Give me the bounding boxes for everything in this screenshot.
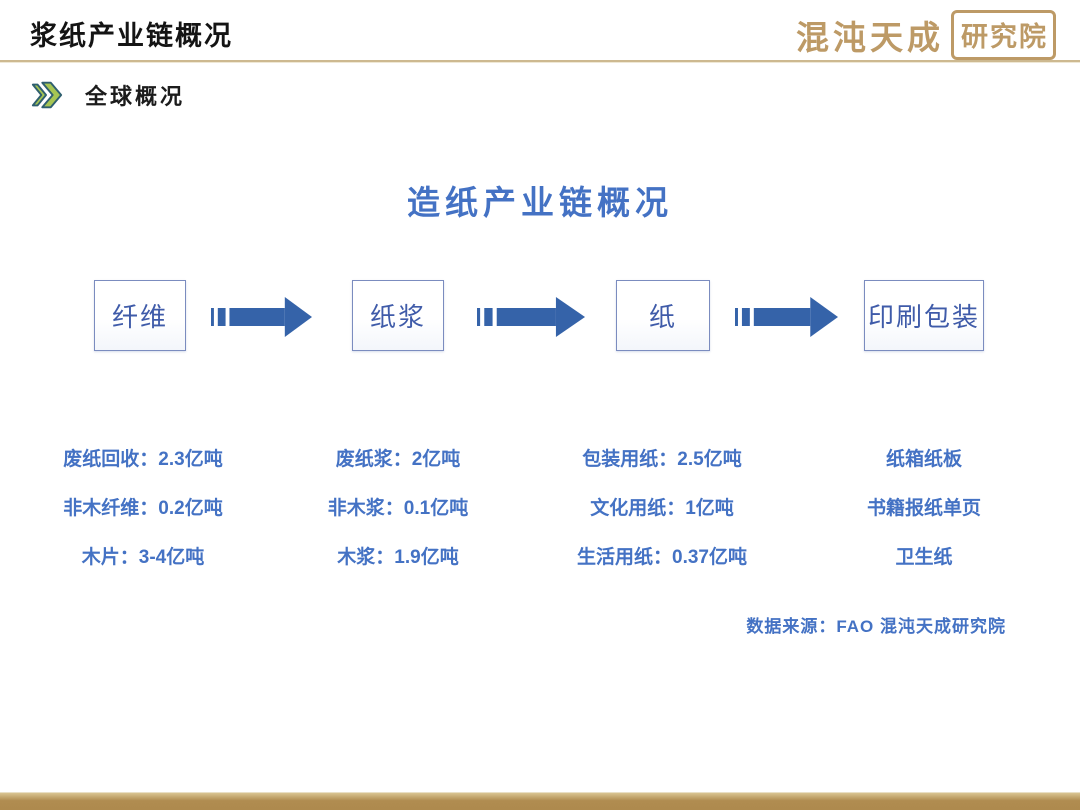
logo-brand-text: 混沌天成 bbox=[796, 21, 944, 57]
diagram-title: 造纸产业链概况 bbox=[407, 184, 673, 221]
stats-column-paper: 包装用纸：2.5亿吨 文化用纸：1亿吨 生活用纸：0.37亿吨 bbox=[537, 449, 787, 596]
data-source: 数据来源：FAO 混沌天成研究院 bbox=[746, 617, 1006, 636]
header-divider bbox=[0, 60, 1080, 63]
stat-item: 非木浆：0.1亿吨 bbox=[327, 498, 469, 519]
striped-arrow-icon bbox=[211, 297, 312, 337]
stat-item: 文化用纸：1亿吨 bbox=[590, 498, 734, 519]
stat-item: 非木纤维：0.2亿吨 bbox=[63, 498, 223, 519]
bottom-gold-bar bbox=[0, 792, 1080, 810]
stat-item: 木片：3-4亿吨 bbox=[81, 547, 205, 568]
stat-item: 废纸回收：2.3亿吨 bbox=[63, 449, 223, 470]
stats-column-pulp: 废纸浆：2亿吨 非木浆：0.1亿吨 木浆：1.9亿吨 bbox=[273, 449, 523, 596]
stage-box-paper: 纸 bbox=[616, 280, 710, 351]
stats-column-fiber: 废纸回收：2.3亿吨 非木纤维：0.2亿吨 木片：3-4亿吨 bbox=[18, 449, 268, 596]
section-heading: 全球概况 bbox=[30, 79, 185, 111]
logo: 混沌天成 研究院 bbox=[796, 10, 1056, 60]
chevron-bullet-icon bbox=[31, 81, 63, 109]
logo-suffix-box: 研究院 bbox=[951, 10, 1056, 60]
stats-column-printing-packaging: 纸箱纸板 书籍报纸单页 卫生纸 bbox=[799, 449, 1049, 596]
stat-item: 纸箱纸板 bbox=[885, 449, 962, 470]
stage-box-printing-packaging: 印刷包装 bbox=[864, 280, 984, 351]
stat-item: 包装用纸：2.5亿吨 bbox=[582, 449, 742, 470]
striped-arrow-icon bbox=[477, 297, 585, 337]
stat-item: 废纸浆：2亿吨 bbox=[335, 449, 461, 470]
stat-item: 卫生纸 bbox=[895, 547, 953, 568]
striped-arrow-icon bbox=[735, 297, 838, 337]
stage-box-fiber: 纤维 bbox=[94, 280, 186, 351]
stat-item: 生活用纸：0.37亿吨 bbox=[577, 547, 747, 568]
stat-item: 木浆：1.9亿吨 bbox=[337, 547, 459, 568]
stage-box-pulp: 纸浆 bbox=[352, 280, 444, 351]
stat-item: 书籍报纸单页 bbox=[866, 498, 981, 519]
section-title: 全球概况 bbox=[85, 84, 186, 109]
page-title: 浆纸产业链概况 bbox=[30, 21, 233, 51]
